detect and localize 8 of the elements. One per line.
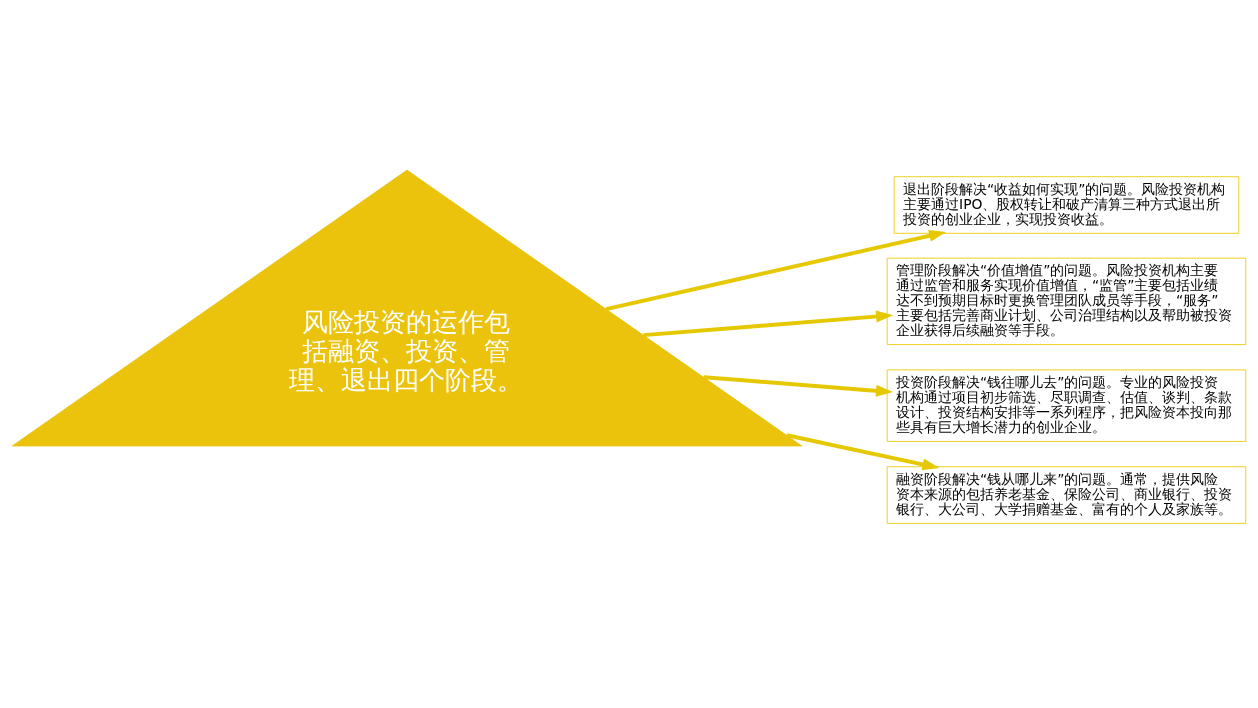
arrow: [703, 375, 893, 397]
arrow: [605, 230, 947, 312]
node-box: 融资阶段解决“钱从哪儿来”的问题。通常，提供风险资本来源的包括养老基金、保险公司、商业银行、投资银行、大公司、大学捐赠基金、富有的个人及家族等。: [886, 466, 1247, 524]
arrow: [643, 310, 894, 338]
node-box: 投资阶段解决“钱往哪儿去”的问题。专业的风险投资机构通过项目初步筛选、尽职调查、估值、谈判、条款设计、投资结构安排等一系列程序，把风险资本投向那些具有巨大增长潜力的创业企业。: [886, 369, 1247, 442]
arrow: [786, 433, 940, 471]
node-box: 管理阶段解决“价值增值”的问题。风险投资机构主要通过监管和服务实现价值增值，“监管”主要包括业绩达不到预期目标时更换管理团队成员等手段，“服务”主要包括完善商业计划、公司治理结构以及帮助被投资企业获得后续融资等手段。: [886, 257, 1247, 346]
node-box: 退出阶段解决“收益如何实现”的问题。风险投资机构主要通过IPO、股权转让和破产清算三种方式退出所投资的创业企业，实现投资收益。: [893, 176, 1240, 234]
